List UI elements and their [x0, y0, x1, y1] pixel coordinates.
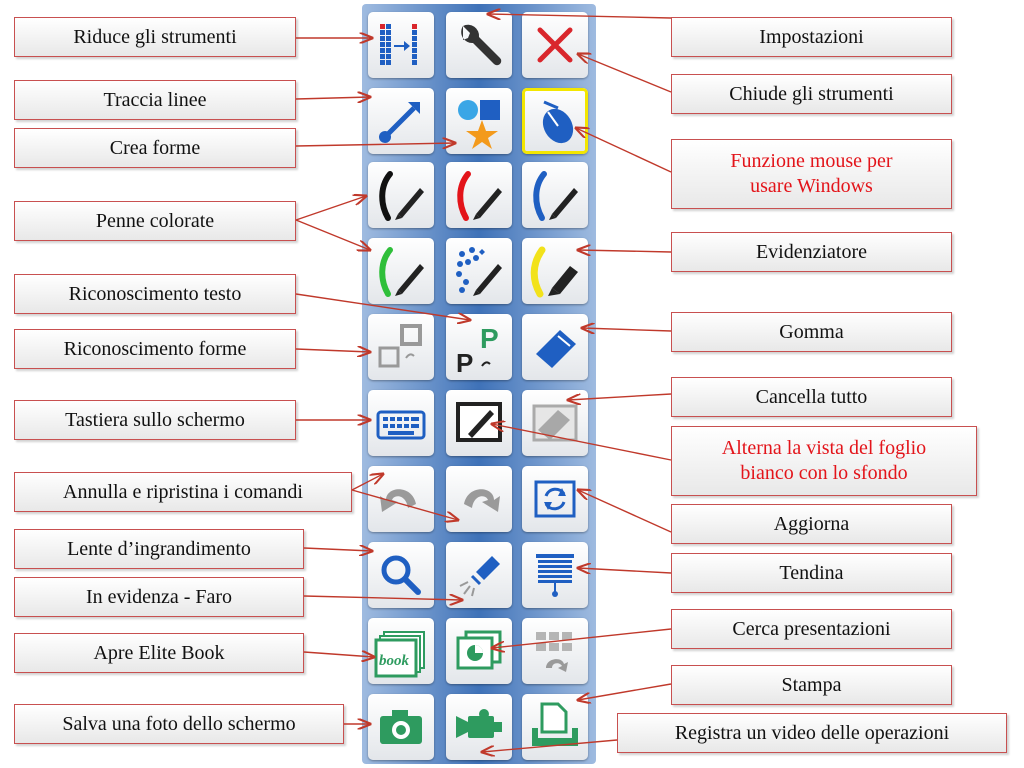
eraser-button[interactable]: [522, 314, 588, 380]
text-recognition-letter-small: P: [456, 348, 473, 378]
label-toggle-view-line2: bianco con lo sfondo: [740, 462, 908, 484]
highlighter-icon: [530, 246, 578, 298]
toggle-whiteboard-view-button[interactable]: [446, 390, 512, 456]
magnifier-button[interactable]: [368, 542, 434, 608]
label-magnifier: Lente d’ingrandimento: [14, 529, 304, 569]
label-highlighter: Evidenziatore: [671, 232, 952, 272]
pen-green-button[interactable]: [368, 238, 434, 304]
label-search-presentations: Cerca presentazioni: [671, 609, 952, 649]
label-screenshot: Salva una foto dello schermo: [14, 704, 344, 744]
redo-icon: [464, 489, 500, 512]
shape-recognition-icon: [378, 324, 422, 368]
label-print: Stampa: [671, 665, 952, 705]
label-record-video: Registra un video delle operazioni: [617, 713, 1007, 753]
label-clear-all: Cancella tutto: [671, 377, 952, 417]
label-shape-recognition: Riconoscimento forme: [14, 329, 296, 369]
print-grid-button[interactable]: [522, 618, 588, 684]
label-toggle-view-line1: Alterna la vista del foglio: [721, 437, 927, 459]
spotlight-button[interactable]: [446, 542, 512, 608]
black-pen-icon: [379, 171, 424, 221]
label-screen-shade: Tendina: [671, 553, 952, 593]
label-refresh: Aggiorna: [671, 504, 952, 544]
wrench-icon: [461, 24, 502, 66]
refresh-button[interactable]: [522, 466, 588, 532]
refresh-icon: [534, 480, 576, 518]
label-mouse-mode: Funzione mouse per usare Windows: [671, 139, 952, 209]
redo-button[interactable]: [446, 466, 512, 532]
mouse-mode-button[interactable]: [522, 88, 588, 154]
clear-all-button[interactable]: [522, 390, 588, 456]
text-recognition-icon: P P: [456, 323, 499, 378]
text-recognition-letter: P: [480, 323, 499, 354]
line-tool-icon: [379, 102, 420, 143]
magnifier-icon: [381, 555, 421, 595]
undo-icon: [380, 489, 416, 512]
label-eraser: Gomma: [671, 312, 952, 352]
settings-button[interactable]: [446, 12, 512, 78]
whiteboard-view-icon: [456, 402, 502, 442]
label-spotlight: In evidenza - Faro: [14, 577, 304, 617]
label-onscreen-keyboard: Tastiera sullo schermo: [14, 400, 296, 440]
undo-button[interactable]: [368, 466, 434, 532]
eraser-icon: [536, 330, 576, 368]
minimize-toolbar-button[interactable]: [368, 12, 434, 78]
screenshot-button[interactable]: [368, 694, 434, 760]
search-presentations-button[interactable]: [446, 618, 512, 684]
shapes-icon: [458, 100, 500, 149]
pen-blue-button[interactable]: [522, 162, 588, 228]
draw-line-button[interactable]: [368, 88, 434, 154]
video-camera-icon: [456, 709, 502, 738]
label-minimize-tools: Riduce gli strumenti: [14, 17, 296, 57]
mouse-icon: [542, 100, 574, 144]
elite-book-button[interactable]: book: [368, 618, 434, 684]
close-icon: [537, 27, 573, 63]
record-video-button[interactable]: [446, 694, 512, 760]
label-mouse-mode-line1: Funzione mouse per: [730, 150, 893, 172]
green-pen-icon: [379, 247, 424, 297]
label-settings: Impostazioni: [671, 17, 952, 57]
red-pen-icon: [457, 171, 502, 221]
camera-icon: [380, 710, 422, 744]
print-button[interactable]: [522, 694, 588, 760]
label-mouse-mode-line2: usare Windows: [750, 175, 873, 197]
label-colored-pens: Penne colorate: [14, 201, 296, 241]
create-shapes-button[interactable]: [446, 88, 512, 154]
spotlight-icon: [459, 556, 500, 597]
label-toggle-view: Alterna la vista del foglio bianco con lo…: [671, 426, 977, 496]
book-icon: book: [374, 631, 425, 678]
pen-black-button[interactable]: [368, 162, 434, 228]
blue-pen-icon: [533, 171, 578, 221]
label-draw-lines: Traccia linee: [14, 80, 296, 120]
label-text-recognition: Riconoscimento testo: [14, 274, 296, 314]
presentation-icon: [456, 630, 502, 670]
screen-shade-button[interactable]: [522, 542, 588, 608]
text-recognition-button[interactable]: P P: [446, 314, 512, 380]
stamp-pen-icon: [456, 247, 502, 296]
label-undo-redo: Annulla e ripristina i comandi: [14, 472, 352, 512]
pen-red-button[interactable]: [446, 162, 512, 228]
onscreen-keyboard-button[interactable]: [368, 390, 434, 456]
label-close-tools: Chiude gli strumenti: [671, 74, 952, 114]
book-text: book: [379, 653, 410, 669]
stamp-pen-button[interactable]: [446, 238, 512, 304]
screen-shade-icon: [536, 554, 574, 597]
shape-recognition-button[interactable]: [368, 314, 434, 380]
print-grid-icon: [536, 632, 572, 672]
label-create-shapes: Crea forme: [14, 128, 296, 168]
tool-palette: P P: [362, 4, 596, 764]
minimize-toolbar-icon: [380, 24, 417, 65]
print-icon: [532, 702, 578, 746]
keyboard-icon: [376, 410, 426, 440]
close-toolbar-button[interactable]: [522, 12, 588, 78]
highlighter-button[interactable]: [522, 238, 588, 304]
clear-all-icon: [532, 404, 578, 442]
label-elite-book: Apre Elite Book: [14, 633, 304, 673]
